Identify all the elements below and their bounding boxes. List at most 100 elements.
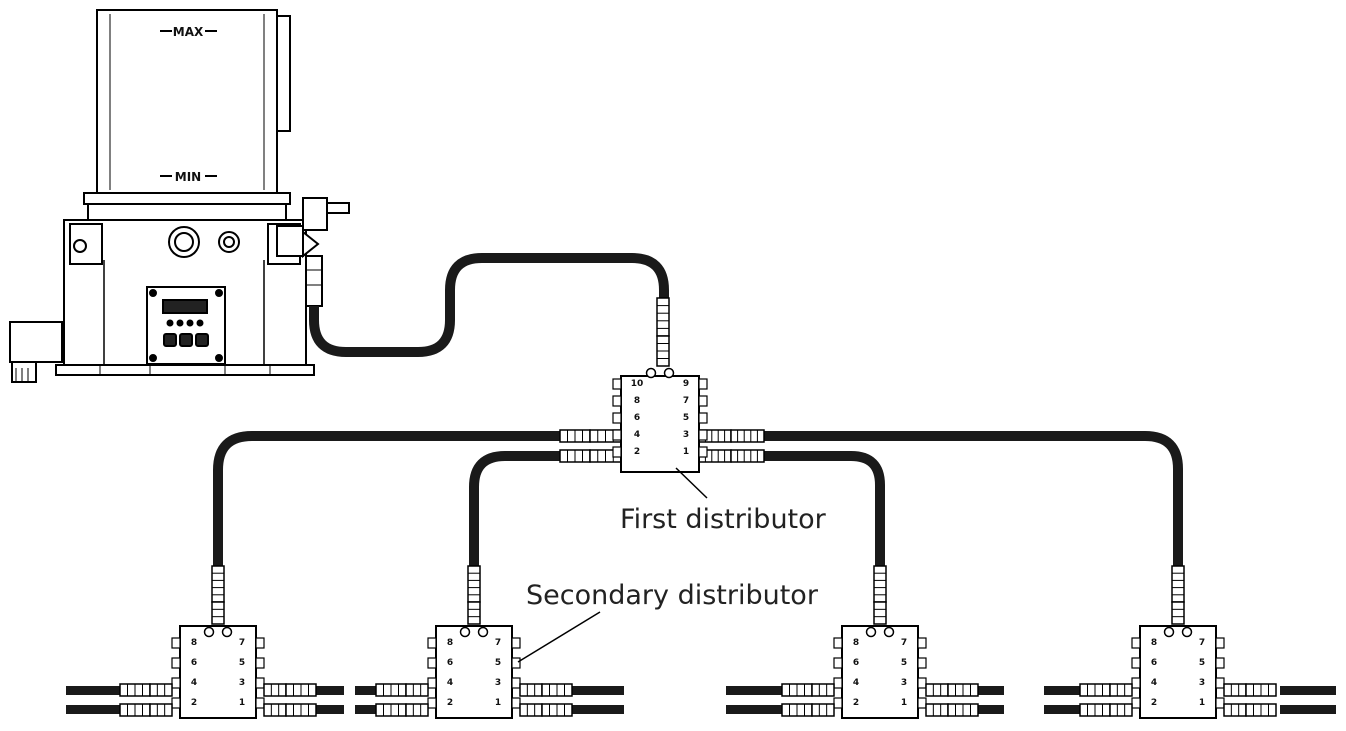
control-display bbox=[162, 299, 208, 314]
secondary-port-label: 2 bbox=[1151, 698, 1157, 708]
pump-outlet-fitting bbox=[305, 255, 323, 307]
secondary-port-label: 5 bbox=[1199, 658, 1205, 668]
secondary-left-nut bbox=[811, 683, 835, 697]
secondary-port-label: 2 bbox=[447, 698, 453, 708]
secondary-port-label: 3 bbox=[901, 678, 907, 688]
secondary-port-label: 3 bbox=[1199, 678, 1205, 688]
secondary-port-label: 1 bbox=[239, 698, 245, 708]
pump-flange bbox=[83, 192, 291, 205]
secondary-left-nut bbox=[405, 703, 429, 717]
control-button-1 bbox=[163, 333, 177, 347]
secondary-left-nut bbox=[149, 683, 173, 697]
first-dist-port-label: 5 bbox=[683, 413, 689, 423]
first-dist-port-label: 9 bbox=[683, 379, 689, 389]
first-dist-port-label: 7 bbox=[683, 396, 689, 406]
secondary-left-fitting bbox=[375, 703, 407, 717]
secondary-right-nut bbox=[519, 703, 543, 717]
first-dist-port-label: 10 bbox=[631, 379, 644, 389]
first-dist-port-label: 1 bbox=[683, 447, 689, 457]
secondary-distributor-block bbox=[1139, 625, 1217, 719]
control-button-3 bbox=[195, 333, 209, 347]
secondary-inlet-nut bbox=[467, 601, 481, 625]
lubrication-pump: MAX MIN bbox=[9, 9, 350, 383]
first-dist-left-fitting-bottom bbox=[559, 449, 591, 463]
secondary-port-label: 7 bbox=[901, 638, 907, 648]
first-distributor-inlet-nut bbox=[656, 335, 670, 367]
first-distributor: 10 8 6 4 2 9 7 5 3 1 bbox=[612, 367, 708, 473]
secondary-port-label: 8 bbox=[853, 638, 859, 648]
secondary-left-nut bbox=[149, 703, 173, 717]
first-dist-port-label: 8 bbox=[634, 396, 640, 406]
secondary-right-fitting bbox=[947, 683, 979, 697]
secondary-left-fitting bbox=[119, 683, 151, 697]
secondary-port-label: 8 bbox=[1151, 638, 1157, 648]
secondary-right-fitting bbox=[1245, 683, 1277, 697]
first-distributor-leader bbox=[675, 467, 708, 499]
secondary-inlet-nut bbox=[873, 601, 887, 625]
secondary-inlet-fitting bbox=[211, 565, 225, 603]
secondary-port-label: 7 bbox=[239, 638, 245, 648]
first-dist-port-label: 3 bbox=[683, 430, 689, 440]
secondary-right-nut bbox=[925, 703, 949, 717]
pump-base bbox=[55, 364, 315, 376]
secondary-port-label: 3 bbox=[495, 678, 501, 688]
secondary-left-fitting bbox=[1079, 703, 1111, 717]
secondary-right-nut bbox=[263, 703, 287, 717]
secondary-distributor-1: 8 6 4 2 7 5 3 1 bbox=[119, 565, 317, 719]
secondary-port-label: 6 bbox=[191, 658, 197, 668]
secondary-left-nut bbox=[405, 683, 429, 697]
secondary-right-nut bbox=[1223, 683, 1247, 697]
secondary-port-label: 6 bbox=[447, 658, 453, 668]
hose-to-secondary-3 bbox=[764, 451, 885, 566]
first-dist-port-label: 6 bbox=[634, 413, 640, 423]
first-dist-left-fitting-top bbox=[559, 429, 591, 443]
secondary-right-nut bbox=[263, 683, 287, 697]
first-dist-port-label: 4 bbox=[634, 430, 640, 440]
secondary-right-nut bbox=[925, 683, 949, 697]
secondary-port-label: 2 bbox=[191, 698, 197, 708]
secondary-port-label: 4 bbox=[447, 678, 453, 688]
secondary-inlet-nut bbox=[211, 601, 225, 625]
hose-to-secondary-1 bbox=[213, 431, 560, 566]
pressure-switch bbox=[302, 197, 328, 231]
first-dist-right-fitting-top bbox=[730, 429, 765, 443]
main-hose bbox=[309, 253, 669, 357]
secondary-right-fitting bbox=[541, 703, 573, 717]
secondary-right-nut bbox=[1223, 703, 1247, 717]
secondary-right-fitting bbox=[1245, 703, 1277, 717]
secondary-left-nut bbox=[1109, 683, 1133, 697]
max-level-label: MAX bbox=[173, 25, 204, 39]
secondary-port-label: 3 bbox=[239, 678, 245, 688]
secondary-port-label: 4 bbox=[191, 678, 197, 688]
secondary-right-fitting bbox=[285, 703, 317, 717]
first-distributor-block bbox=[620, 375, 700, 473]
secondary-port-label: 4 bbox=[1151, 678, 1157, 688]
first-dist-port-label: 2 bbox=[634, 447, 640, 457]
secondary-port-label: 5 bbox=[239, 658, 245, 668]
secondary-right-fitting bbox=[947, 703, 979, 717]
secondary-port-label: 5 bbox=[495, 658, 501, 668]
first-distributor-label: First distributor bbox=[620, 504, 827, 535]
secondary-distributor-leader bbox=[517, 611, 601, 663]
secondary-port-label: 6 bbox=[1151, 658, 1157, 668]
secondary-distributor-block bbox=[841, 625, 919, 719]
outlet-hoses bbox=[66, 686, 1336, 714]
secondary-inlet-nut bbox=[1171, 601, 1185, 625]
secondary-port-label: 1 bbox=[495, 698, 501, 708]
secondary-port-label: 8 bbox=[191, 638, 197, 648]
secondary-inlet-fitting bbox=[467, 565, 481, 603]
secondary-left-fitting bbox=[781, 703, 813, 717]
secondary-port-label: 1 bbox=[1199, 698, 1205, 708]
secondary-distributor-block bbox=[179, 625, 257, 719]
secondary-left-fitting bbox=[119, 703, 151, 717]
min-level-label: MIN bbox=[175, 170, 201, 184]
secondary-left-fitting bbox=[375, 683, 407, 697]
secondary-inlet-fitting bbox=[873, 565, 887, 603]
secondary-distributor-label: Secondary distributor bbox=[526, 580, 819, 611]
secondary-right-fitting bbox=[541, 683, 573, 697]
reservoir-side-panel bbox=[276, 15, 291, 132]
